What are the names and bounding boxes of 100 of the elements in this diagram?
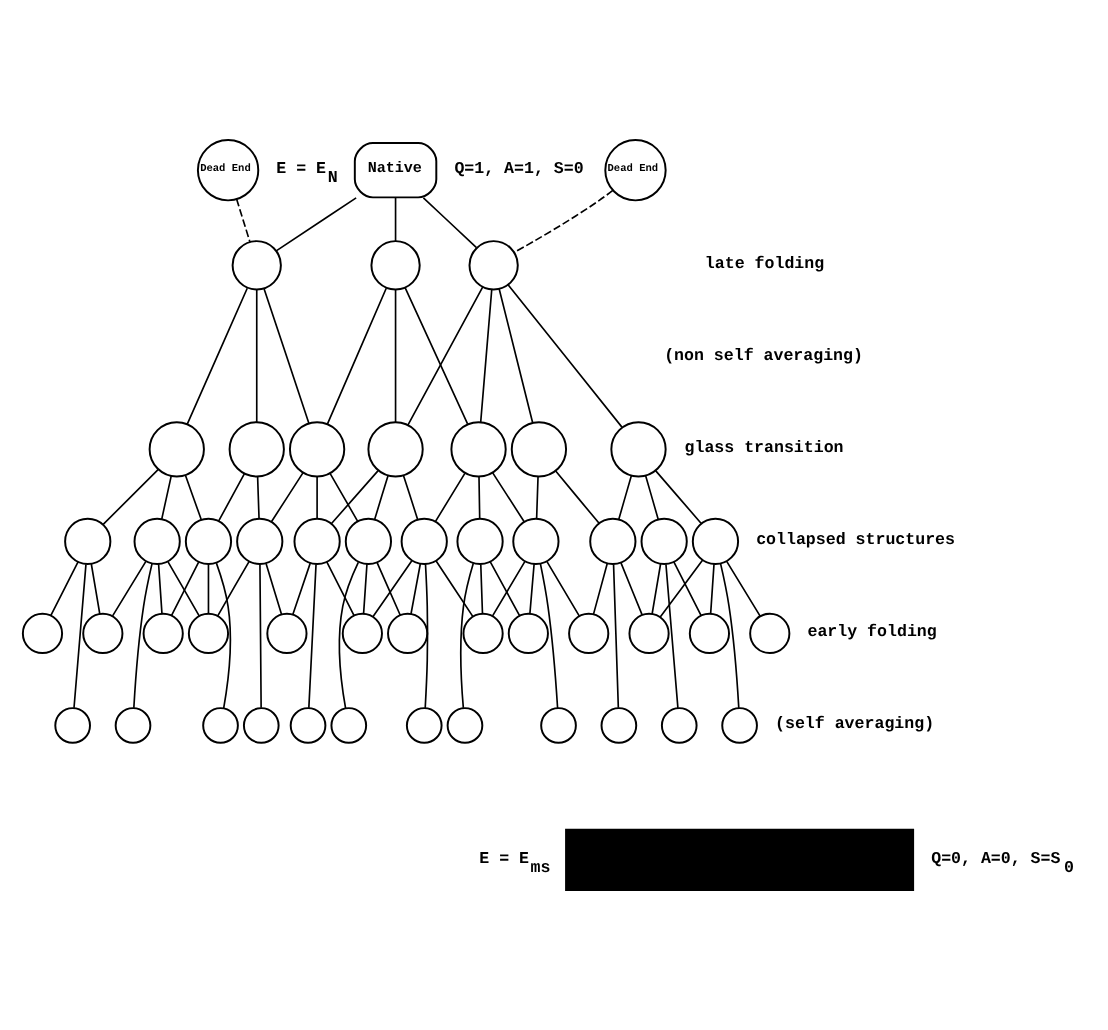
- connector: [270, 472, 304, 523]
- connector: [659, 559, 704, 618]
- node-circle: [370, 240, 421, 291]
- connector: [259, 563, 262, 709]
- node-circle: [184, 517, 233, 565]
- node-circle: [456, 517, 504, 565]
- connector: [424, 563, 429, 709]
- node-circle: [242, 707, 280, 744]
- connector: [216, 560, 250, 617]
- connector: [546, 560, 581, 617]
- node-circle: [640, 517, 688, 565]
- node-circle: [341, 612, 383, 655]
- connector: [404, 286, 469, 425]
- connector: [434, 472, 466, 523]
- connector: [479, 563, 484, 615]
- connector: [326, 287, 388, 425]
- connector: [330, 469, 379, 525]
- node-circle: [236, 517, 284, 565]
- connector: [157, 563, 163, 615]
- node-circle: [462, 612, 504, 655]
- connector: [719, 563, 740, 709]
- node-circle: [54, 707, 91, 744]
- connector: [338, 561, 360, 710]
- connector: [529, 563, 535, 615]
- connector: [709, 563, 715, 615]
- connector: [673, 561, 702, 617]
- label: collapsed structures: [756, 532, 956, 551]
- connector: [535, 475, 539, 520]
- connector: [160, 475, 173, 520]
- node-box: [565, 828, 915, 891]
- connector: [644, 474, 660, 521]
- node-circle: [628, 612, 670, 655]
- node-circle: [446, 707, 484, 744]
- connector: [184, 474, 203, 521]
- connector: [235, 198, 251, 243]
- connector: [539, 563, 559, 709]
- connector: [402, 474, 419, 521]
- node-circle: [721, 707, 758, 744]
- connector: [292, 562, 312, 616]
- connector: [102, 468, 160, 526]
- connector: [111, 560, 147, 617]
- node-circle: [289, 707, 327, 744]
- connector: [592, 562, 609, 616]
- node-circle: [400, 517, 448, 565]
- label: Q=1, A=1, S=0: [454, 160, 584, 179]
- node-circle: [512, 517, 560, 565]
- connector: [507, 283, 623, 428]
- node-circle: [540, 707, 577, 744]
- connector: [90, 563, 101, 615]
- node-circle: [688, 612, 730, 655]
- connector: [49, 561, 79, 617]
- connector: [376, 561, 402, 617]
- connector: [256, 475, 260, 520]
- node-circle: [293, 517, 341, 565]
- connector: [513, 189, 614, 254]
- connector: [217, 472, 246, 522]
- node-circle: [507, 612, 549, 655]
- node-circle: [202, 707, 239, 744]
- node-circle: [288, 421, 346, 478]
- connector: [215, 562, 232, 710]
- connector: [479, 288, 493, 423]
- node-circle: [148, 421, 205, 478]
- connector: [665, 563, 679, 709]
- node-circle: [589, 517, 637, 565]
- connector: [308, 563, 317, 709]
- node-circle: [330, 707, 368, 744]
- connector: [329, 472, 359, 523]
- connector: [617, 474, 633, 521]
- connector: [316, 475, 318, 520]
- node-circle: [114, 707, 152, 744]
- connector: [478, 475, 481, 520]
- node-circle: [82, 612, 124, 655]
- connector: [73, 563, 87, 709]
- connector: [725, 560, 761, 617]
- node-circle: [133, 517, 181, 565]
- connector: [651, 563, 662, 615]
- connector: [275, 197, 357, 252]
- connector: [373, 474, 389, 521]
- node-circle: [367, 421, 424, 478]
- node-circle: [187, 612, 230, 655]
- connector: [372, 559, 413, 618]
- connector: [491, 472, 526, 523]
- connector: [394, 288, 397, 423]
- node-circle: [568, 612, 610, 655]
- node-circle: [228, 421, 285, 478]
- node-circle: [691, 517, 740, 565]
- node-circle: [600, 707, 638, 744]
- connector: [326, 561, 355, 617]
- connector: [407, 286, 484, 426]
- connector: [460, 562, 475, 709]
- connector: [620, 561, 643, 616]
- connector: [263, 288, 310, 424]
- label: (non self averaging): [664, 348, 863, 367]
- node-circle: [610, 421, 667, 478]
- connector: [654, 469, 702, 524]
- node-circle: [142, 612, 184, 655]
- node-circle: [266, 612, 308, 655]
- connector: [186, 287, 249, 425]
- node-circle: [510, 421, 568, 478]
- connector: [207, 563, 210, 615]
